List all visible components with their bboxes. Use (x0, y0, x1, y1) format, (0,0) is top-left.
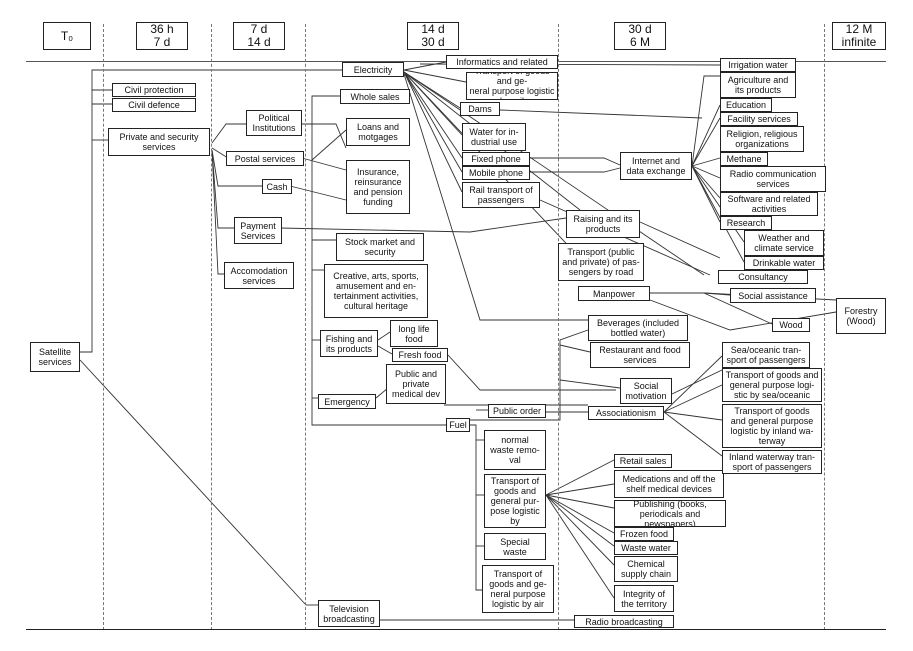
node-long-life-food: long life food (390, 320, 438, 347)
node-restaurant: Restaurant and food services (590, 342, 690, 368)
node-methane: Methane (720, 152, 768, 166)
timeline-separator (305, 24, 306, 630)
node-frozen-food: Frozen food (614, 527, 674, 541)
node-social-assistance: Social assistance (730, 288, 816, 303)
timeline-separator (211, 24, 212, 630)
column-header-30d: 30 d 6 M (614, 22, 666, 50)
column-header-top: 14 d (421, 22, 445, 36)
node-fuel: Fuel (446, 418, 470, 432)
node-raising: Raising and its products (566, 210, 640, 238)
node-civil-protection: Civil protection (112, 83, 196, 97)
column-header-top: 30 d (628, 22, 652, 36)
node-fixed-phone: Fixed phone (462, 152, 530, 166)
node-dams: Dams (460, 102, 500, 116)
node-loans: Loans and motgages (346, 118, 410, 146)
node-internet: Internet and data exchange (620, 152, 692, 180)
column-header-top: 36 h (150, 22, 174, 36)
node-retail-sales: Retail sales (614, 454, 672, 468)
node-informatics: Informatics and related (446, 55, 558, 69)
node-education: Education (720, 98, 772, 112)
node-accomodation-services: Accomodation services (224, 262, 294, 289)
node-transport-public-road: Transport (public and private) of pas- s… (558, 243, 644, 281)
node-transport-rail: Transport of goods and ge- neral purpose… (466, 72, 558, 100)
node-manpower: Manpower (578, 286, 650, 301)
timeline-separator (103, 24, 104, 630)
node-drinkable-water: Drinkable water (744, 256, 824, 270)
column-header-top: 7 d (250, 22, 268, 36)
timeline-separator (558, 24, 559, 630)
node-whole-sales: Whole sales (340, 89, 410, 104)
node-emergency: Emergency (318, 394, 376, 409)
node-software: Software and related activities (720, 192, 818, 216)
node-mobile-phone: Mobile phone (462, 166, 530, 180)
node-insurance: Insurance, reinsurance and pension fundi… (346, 160, 410, 214)
node-transport-goods-road: Transport of goods and general pur- pose… (484, 474, 546, 528)
node-political-institutions: Political Institutions (246, 110, 302, 136)
node-associationism: Associationism (588, 406, 664, 420)
node-satellite-services: Satellite services (30, 342, 80, 372)
baseline (26, 629, 886, 630)
node-religion: Religion, religious organizations (720, 126, 804, 152)
column-header-bottom: 14 d (247, 35, 271, 49)
node-inland-goods: Transport of goods and general purpose l… (722, 404, 822, 448)
column-header-7d: 7 d 14 d (233, 22, 285, 50)
column-header-bottom: 30 d (421, 35, 445, 49)
node-fresh-food: Fresh food (392, 348, 448, 362)
node-medications: Medications and off the shelf medical de… (614, 470, 724, 498)
column-header-bottom: 7 d (153, 35, 171, 49)
node-transport-air: Transport of goods and ge- neral purpose… (482, 565, 554, 613)
node-agriculture: Agriculture and its products (720, 72, 796, 98)
node-cash: Cash (262, 179, 292, 194)
node-creative-arts: Creative, arts, sports, amusement and en… (324, 264, 428, 318)
node-television: Television broadcasting (318, 600, 380, 627)
node-fishing: Fishing and its products (320, 330, 378, 357)
node-sea-passengers: Sea/oceanic tran- sport of passengers (722, 342, 810, 368)
column-header-bottom: 6 M (629, 35, 650, 49)
node-stock-market: Stock market and security (336, 233, 424, 261)
node-inland-passengers: Inland waterway tran- sport of passenger… (722, 450, 822, 474)
node-medical-dev: Public and private medical dev (386, 364, 446, 404)
node-postal-services: Postal services (226, 151, 304, 166)
node-social-motivation: Social motivation (620, 378, 672, 404)
node-civil-defence: Civil defence (112, 98, 196, 112)
node-forestry: Forestry (Wood) (836, 298, 886, 334)
node-water-industrial: Water for in- dustrial use (462, 123, 526, 151)
node-irrigation-water: Irrigation water (720, 58, 796, 72)
node-radio-communication: Radio communication services (720, 166, 826, 192)
node-facility-services: Facility services (720, 112, 798, 126)
node-public-order: Public order (488, 404, 546, 418)
node-payment-services: Payment Services (234, 217, 282, 244)
node-private-security: Private and security services (108, 128, 210, 156)
column-header-36h: 36 h 7 d (136, 22, 188, 50)
node-sea-goods: Transport of goods and general purpose l… (722, 368, 822, 402)
node-wood: Wood (772, 318, 810, 332)
node-waste-water: Waste water (614, 541, 678, 555)
node-consultancy: Consultancy (718, 270, 808, 284)
node-beverages: Beverages (included bottled water) (588, 315, 688, 341)
node-weather-climate: Weather and climate service (744, 230, 824, 256)
node-normal-waste: normal waste remo- val (484, 430, 546, 470)
node-integrity-territory: Integrity of the territory (614, 585, 674, 612)
node-electricity: Electricity (342, 62, 404, 77)
column-header-top: 12 M (845, 22, 873, 36)
node-rail-passengers: Rail transport of passengers (462, 182, 540, 208)
timeline-separator (824, 24, 825, 630)
node-radio-broadcasting: Radio broadcasting (574, 615, 674, 628)
column-header-t0: T₀ (43, 22, 91, 50)
node-research: Research (720, 216, 772, 230)
column-header-top: T₀ (60, 28, 74, 43)
column-header-14d: 14 d 30 d (407, 22, 459, 50)
column-header-bottom: infinite (841, 35, 877, 49)
node-publishing: Publishing (books, periodicals and newsp… (614, 500, 726, 527)
column-header-12m: 12 M infinite (832, 22, 886, 50)
node-special-waste: Special waste (484, 533, 546, 560)
node-chemical-supply: Chemical supply chain (614, 556, 678, 582)
